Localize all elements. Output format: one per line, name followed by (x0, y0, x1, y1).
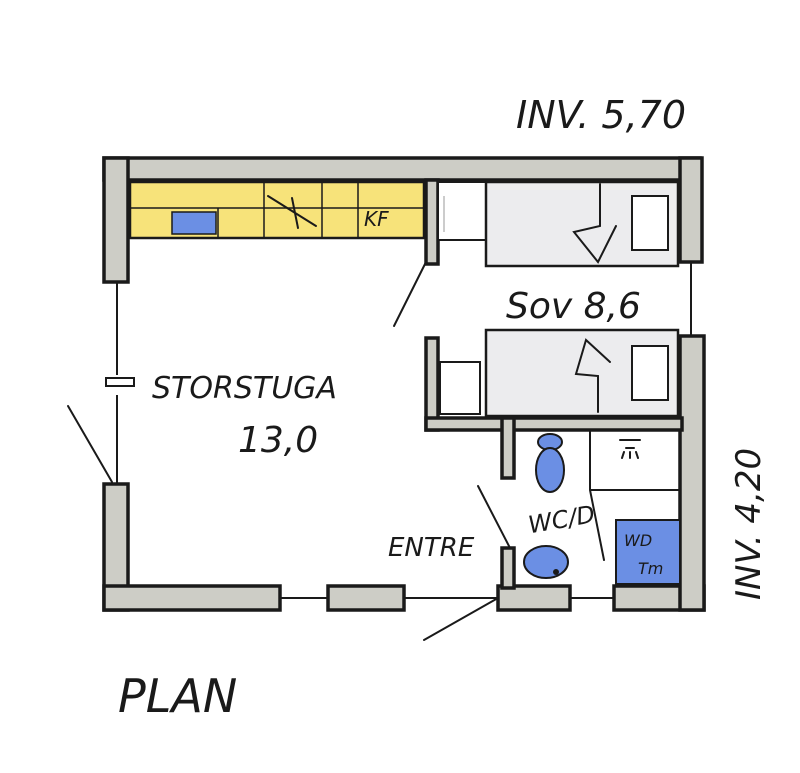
room-bedroom-label: Sov 8,6 (506, 286, 641, 327)
wall-top (102, 156, 702, 182)
room-living-area: 13,0 (238, 420, 318, 461)
bath-fixtures: WD Tm (523, 433, 681, 585)
shower-head-icon (619, 439, 641, 459)
kitchen-counter: KF (128, 180, 487, 241)
door-wc-leaf (589, 489, 605, 561)
wall-bottom-middle (326, 584, 406, 612)
wall-bath-left (500, 416, 516, 480)
interior-walls (424, 178, 684, 590)
door-left-swing (67, 405, 113, 483)
bed-bottom (484, 328, 680, 418)
bed-top (484, 180, 680, 268)
wall-bottom-left (102, 584, 282, 612)
bed-bottom-pillow (631, 345, 669, 401)
door-swings (67, 261, 605, 641)
window-mullion-left (105, 377, 135, 387)
room-living-name: STORSTUGA (152, 371, 337, 406)
stove-icon (267, 195, 317, 229)
door-wc-swing (477, 485, 511, 549)
room-wc-label: WC/D (526, 500, 597, 539)
fridge (437, 181, 487, 241)
kitchen-label: KF (364, 207, 389, 231)
room-entrance-label: ENTRE (388, 533, 475, 563)
wall-left-upper (102, 156, 130, 284)
toilet-bowl (535, 447, 565, 493)
bed-top-fold (572, 183, 617, 264)
dryer-label: Tm (638, 559, 663, 578)
wall-bath-top (424, 416, 684, 432)
bed-bottom-fold (574, 338, 611, 413)
door-entry-swing (423, 597, 499, 641)
wall-bath-left-lower (500, 546, 516, 590)
wall-right-upper (678, 156, 704, 264)
bed-top-pillow (631, 195, 669, 251)
door-bedroom-swing (393, 261, 427, 327)
washbasin (523, 545, 569, 579)
nightstand (439, 361, 481, 415)
dimension-width: INV. 5,70 (516, 93, 686, 137)
plan-title: PLAN (118, 669, 237, 723)
wall-right-lower (678, 334, 706, 612)
dimension-depth: INV. 4,20 (729, 448, 769, 600)
wall-bedroom-upper (424, 178, 440, 266)
washer-label: WD (624, 531, 652, 550)
kitchen-sink (171, 211, 217, 235)
wall-bedroom-lower (424, 336, 440, 432)
washer-dryer (615, 519, 681, 585)
windows (105, 262, 692, 599)
